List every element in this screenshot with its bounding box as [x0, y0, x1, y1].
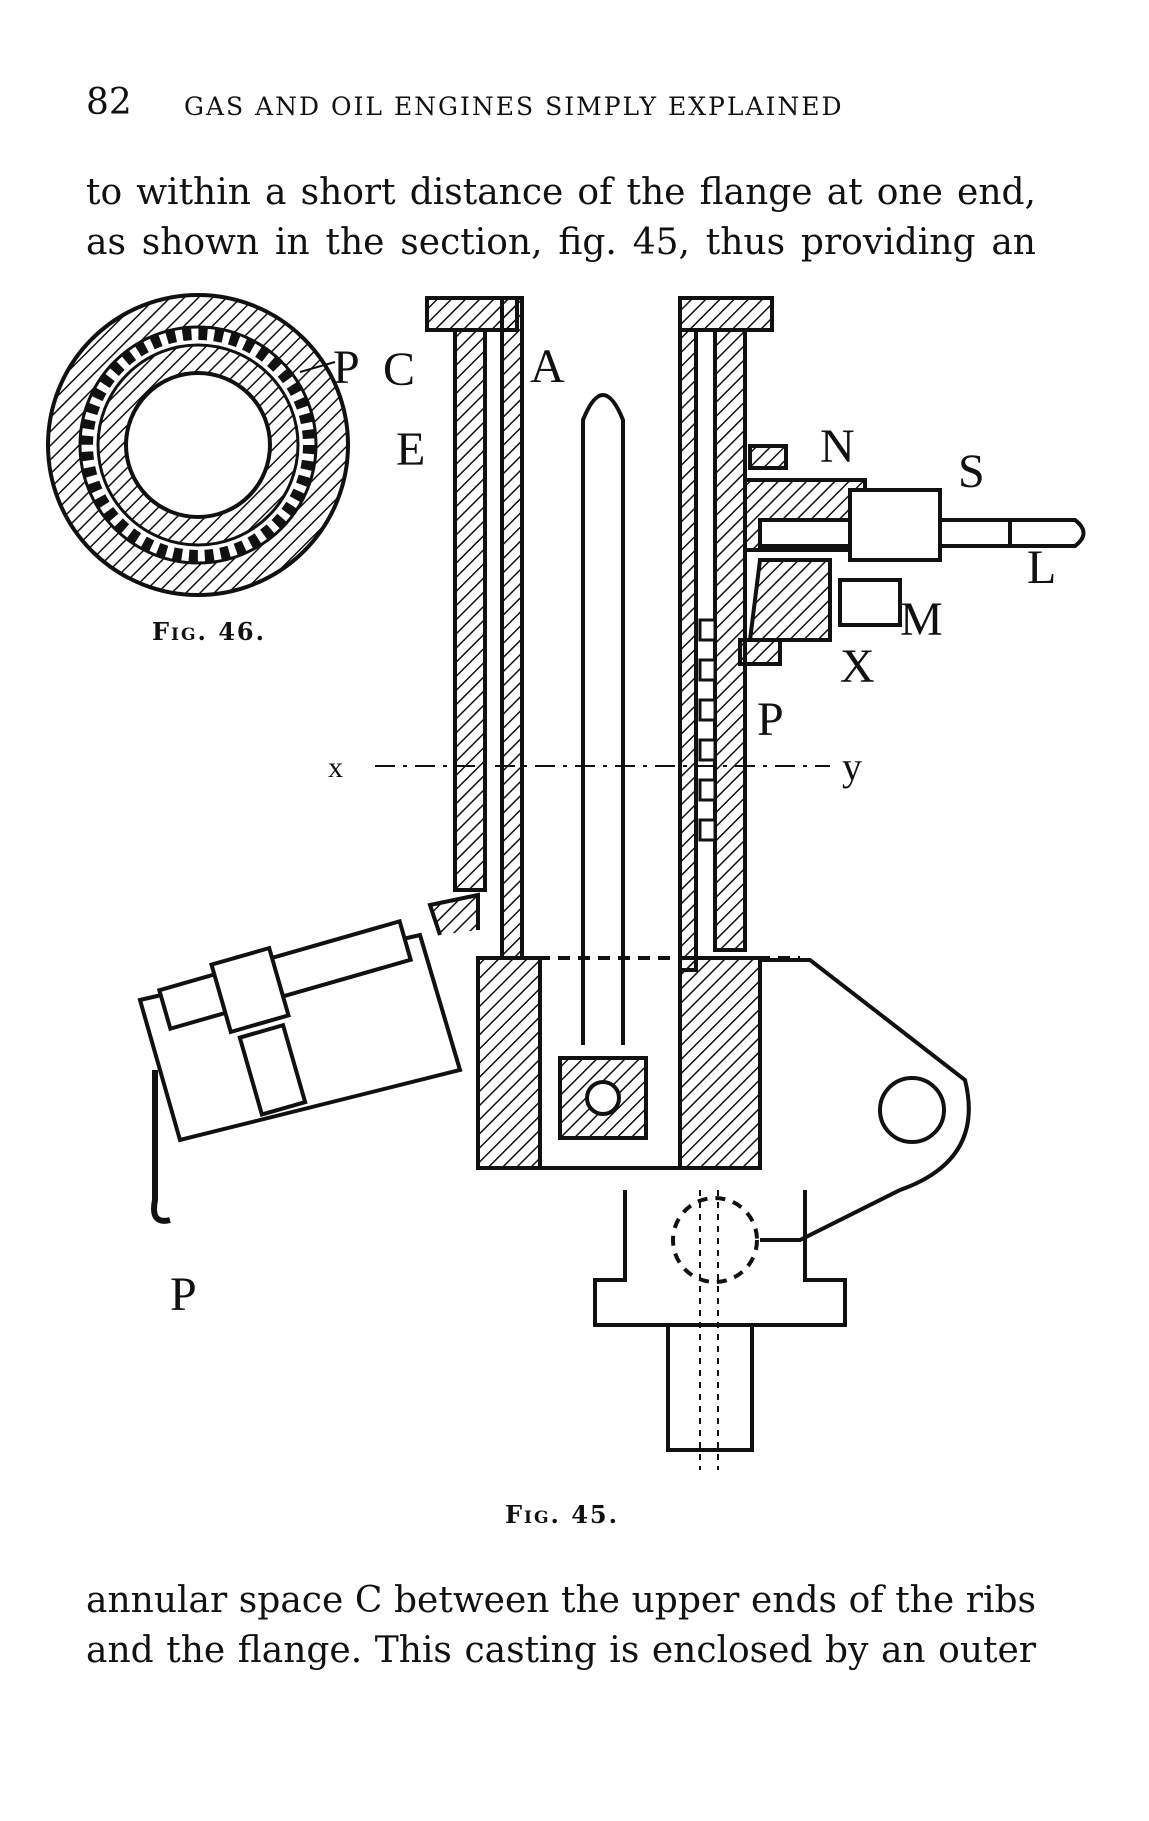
fig45-label-m: M: [900, 593, 943, 646]
fig45-label-s: S: [958, 445, 985, 498]
fig45-label-l: L: [1027, 541, 1056, 594]
page-number: 82: [86, 82, 132, 123]
fig46-caption: Fig. 46.: [152, 617, 266, 646]
fig45-label-n: N: [820, 420, 855, 473]
fig45-label-x-upper: X: [840, 640, 875, 693]
fig45-label-y: y: [842, 744, 862, 789]
fig46-label-p: P: [333, 341, 360, 394]
fig46-drawing: P: [46, 293, 360, 597]
paragraph-bottom: annular space C between the upper ends o…: [86, 1576, 1036, 1676]
fig45-label-p-lower: P: [170, 1268, 197, 1321]
fig45-caption: Fig. 45.: [505, 1500, 619, 1529]
paragraph-top: to within a short distance of the flange…: [86, 168, 1036, 268]
running-title: GAS AND OIL ENGINES SIMPLY EXPLAINED: [184, 92, 844, 121]
fig45-drawing: [137, 296, 1086, 1470]
fig45-label-a: A: [530, 340, 565, 393]
page-header: 82 GAS AND OIL ENGINES SIMPLY EXPLAINED: [86, 82, 1046, 132]
text-line: to within a short distance of the flange…: [86, 172, 1036, 213]
fig45-labels: C A E N S L M X P x y P: [170, 340, 1056, 1321]
fig45-label-p-upper: P: [757, 693, 784, 746]
text-line: as shown in the section, fig. 45, thus p…: [86, 222, 1036, 263]
fig45-label-x-lower: x: [328, 751, 343, 784]
fig45-label-c: C: [383, 343, 415, 396]
fig45-label-e: E: [396, 423, 425, 476]
text-line: annular space C between the upper ends o…: [86, 1580, 1036, 1621]
text-line: and the flange. This casting is enclosed…: [86, 1630, 1036, 1671]
